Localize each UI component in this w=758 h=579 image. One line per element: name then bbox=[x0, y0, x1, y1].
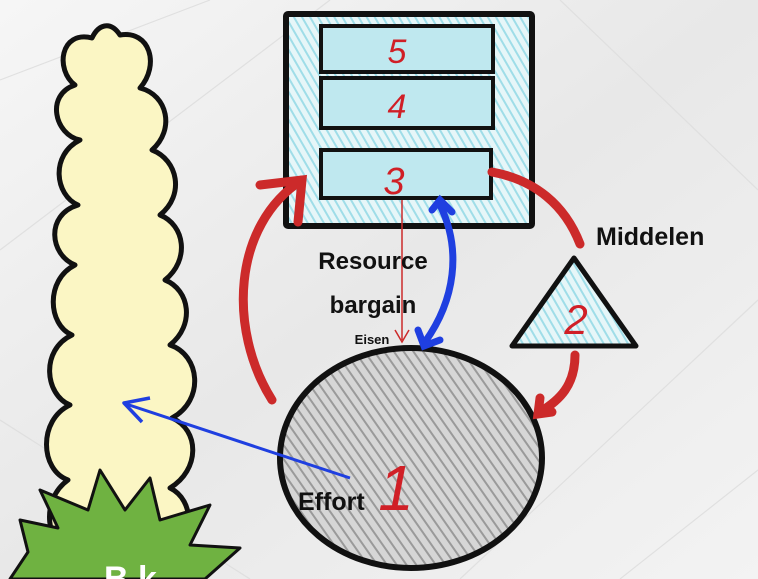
box-stack: 5 4 3 bbox=[283, 11, 535, 229]
red-arrows bbox=[238, 167, 585, 420]
box-4-number: 4 bbox=[388, 88, 407, 126]
circle-number: 1 bbox=[378, 452, 414, 524]
green-burst: B k bbox=[8, 468, 242, 579]
label-middelen: Middelen bbox=[596, 223, 704, 251]
arrow-circle-to-box-head bbox=[255, 174, 308, 227]
triangle-number: 2 bbox=[563, 296, 587, 343]
triangle-2: 2 bbox=[509, 255, 639, 349]
box-3: 3 bbox=[319, 148, 493, 203]
burst-label: B k bbox=[104, 560, 157, 579]
box-5-number: 5 bbox=[388, 33, 407, 71]
blue-double-arrow bbox=[414, 194, 457, 351]
effort-arrow bbox=[122, 396, 351, 480]
arrow-box-to-triangle bbox=[487, 167, 585, 249]
label-effort: Effort bbox=[298, 488, 365, 516]
arrow-triangle-to-circle-head bbox=[532, 393, 557, 420]
box-3-number: 3 bbox=[383, 161, 404, 203]
label-bargain: bargain bbox=[330, 292, 417, 319]
circle-1: 1 bbox=[277, 345, 545, 571]
box-4: 4 bbox=[319, 76, 495, 130]
eisen-arrow bbox=[394, 200, 410, 344]
label-resource: Resource bbox=[318, 248, 427, 275]
label-eisen: Eisen bbox=[355, 332, 390, 347]
box-5: 5 bbox=[319, 24, 495, 74]
arrow-circle-to-box bbox=[238, 175, 307, 405]
